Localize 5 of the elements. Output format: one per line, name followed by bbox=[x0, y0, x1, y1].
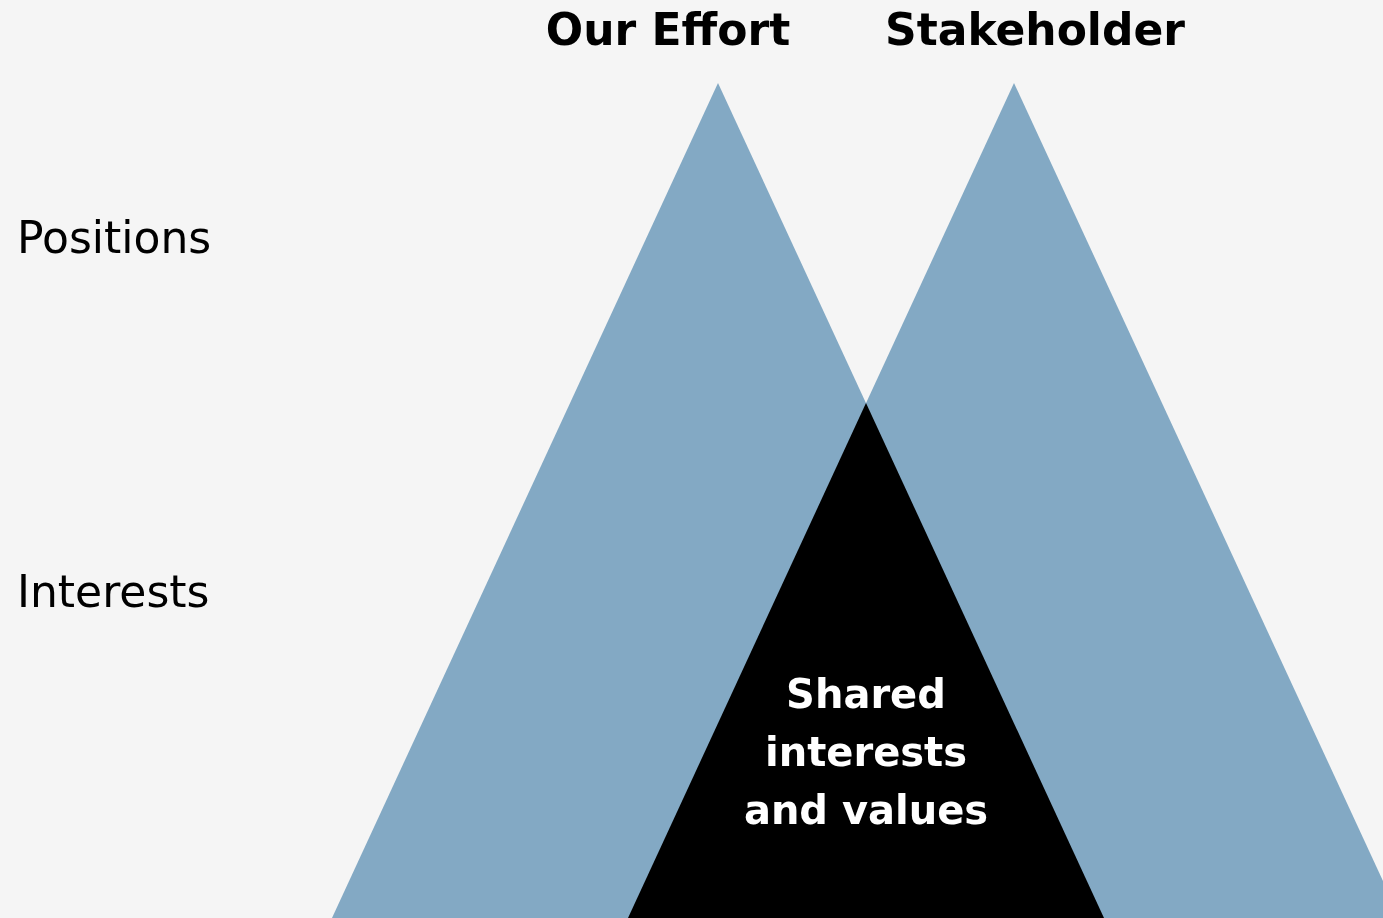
triangle-text: Shared interests and values bbox=[742, 670, 990, 835]
triangle-heading: Stakeholder bbox=[884, 3, 1186, 57]
triangle-heading: Our Effort bbox=[544, 3, 792, 57]
row-label: Positions bbox=[17, 211, 212, 265]
row-label: Interests bbox=[17, 565, 210, 619]
